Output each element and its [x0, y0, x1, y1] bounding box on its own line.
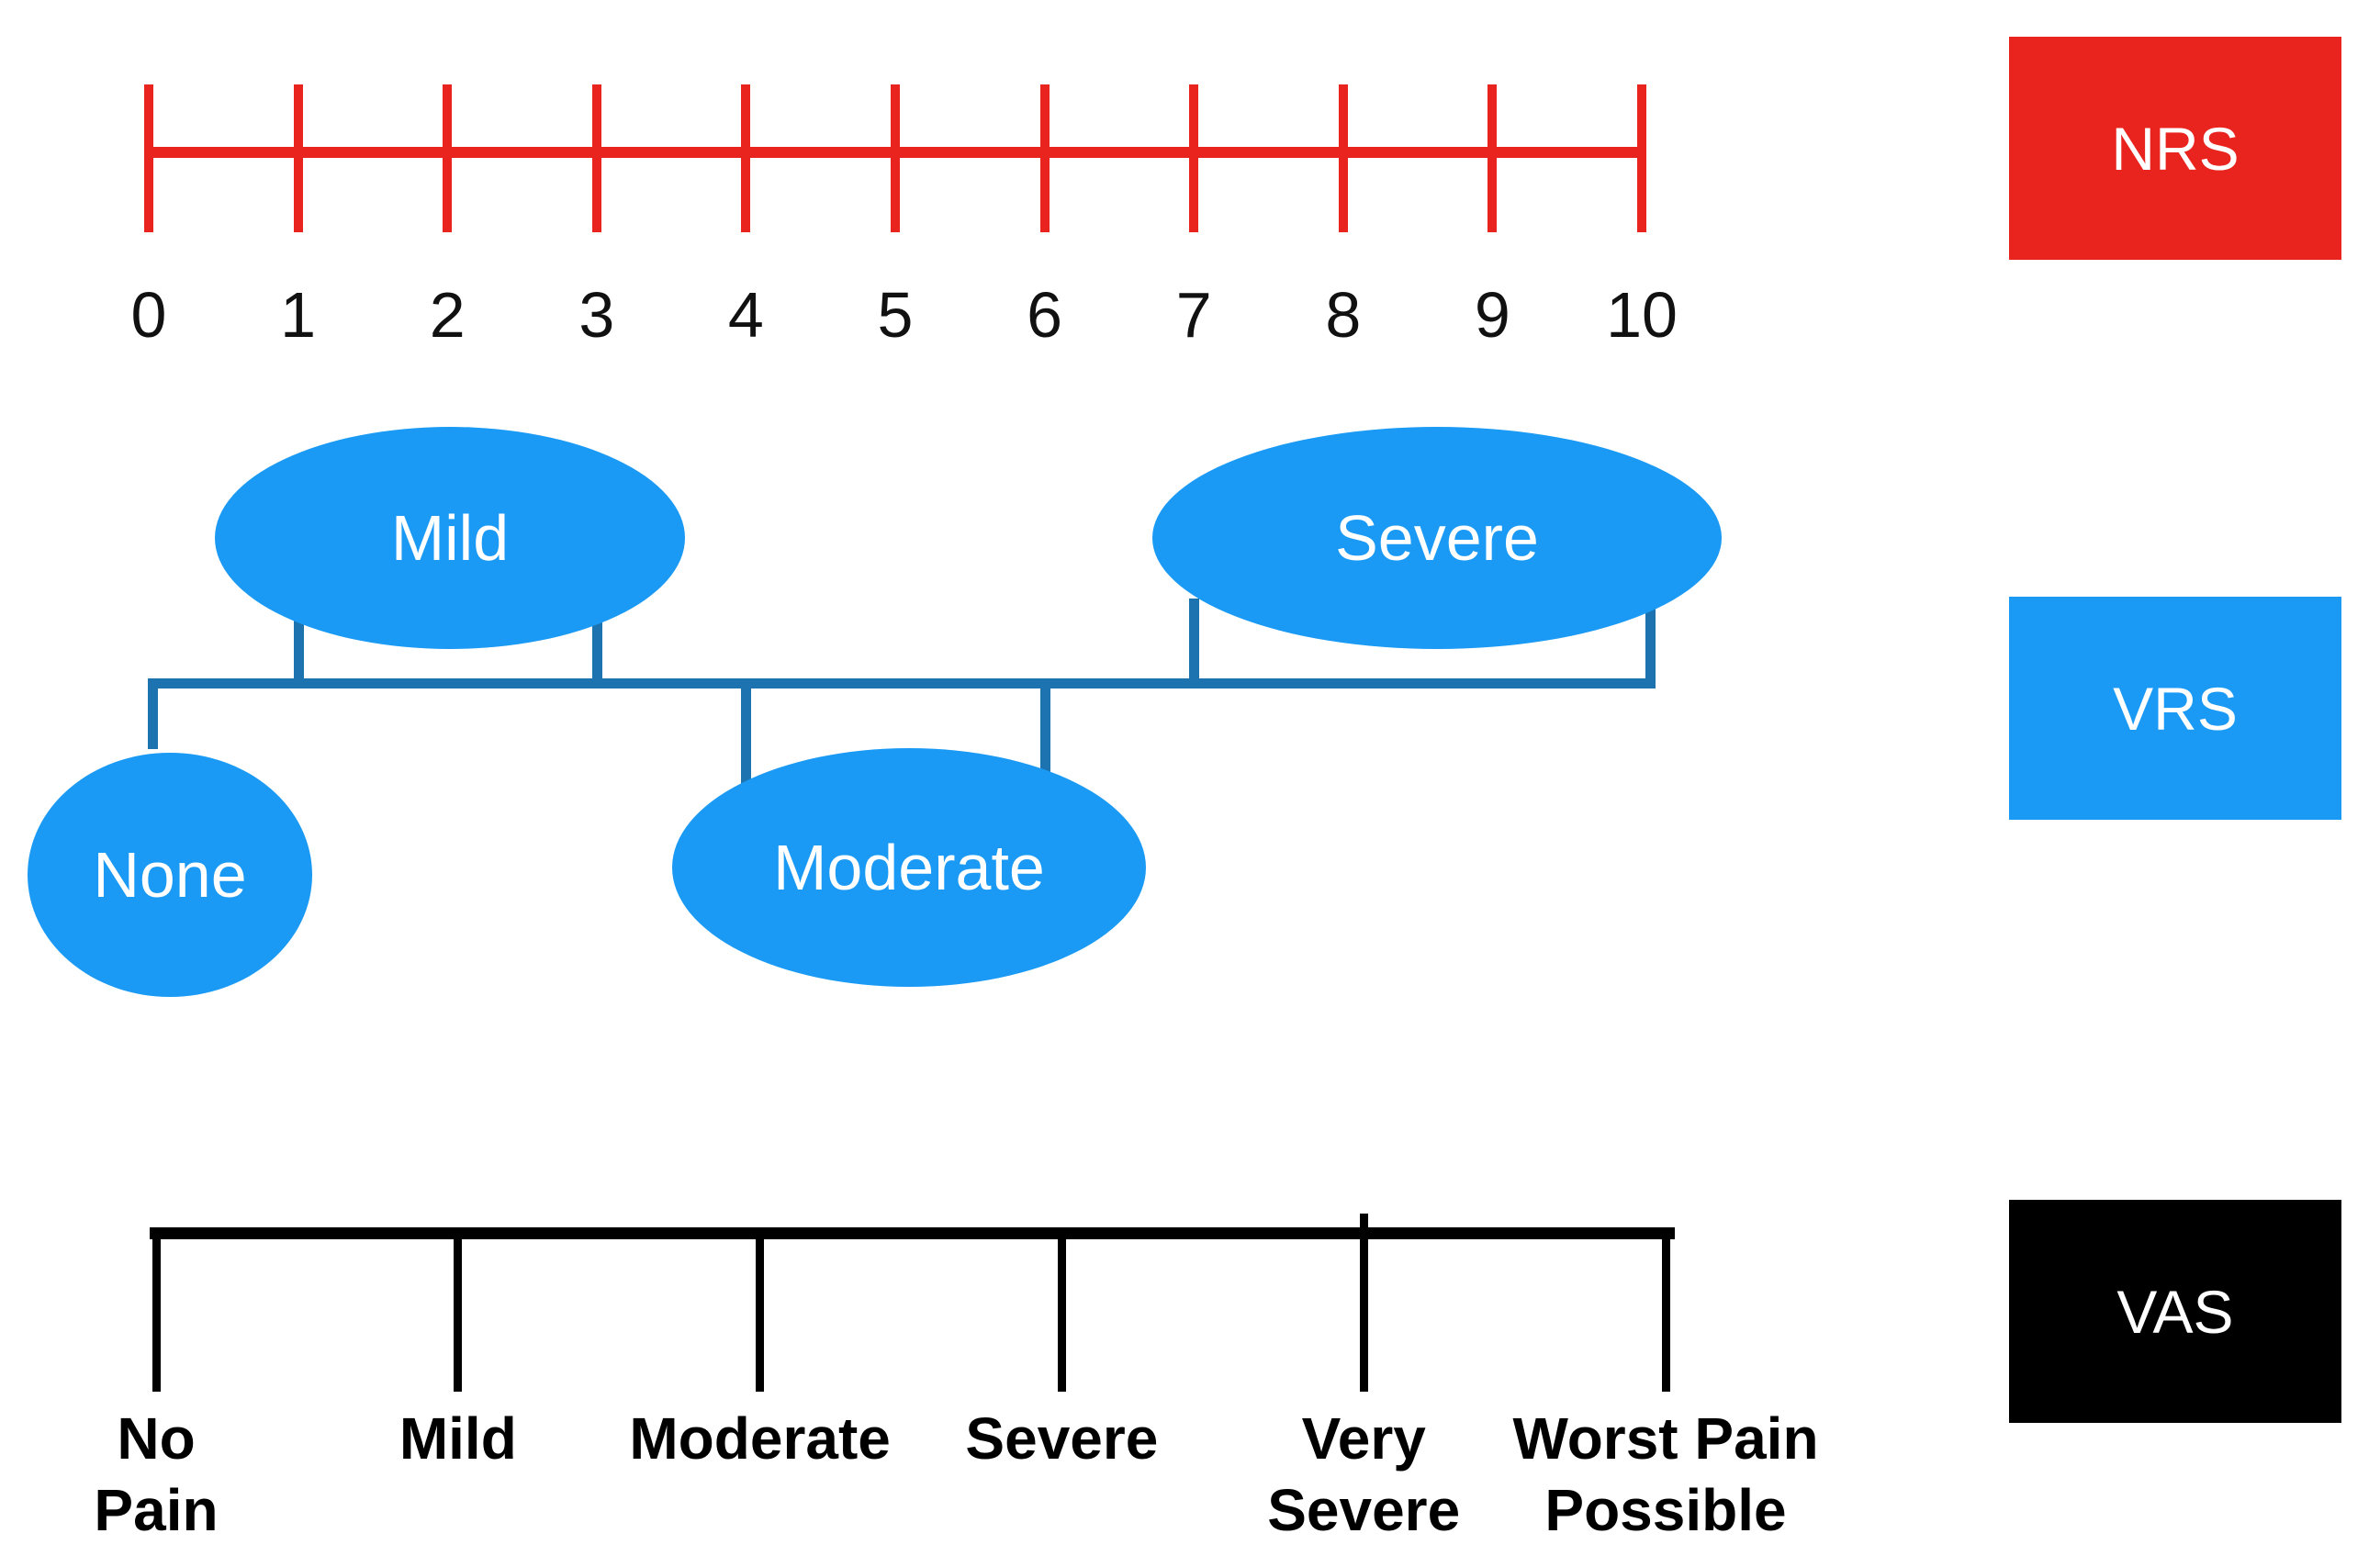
vrs-ellipse-label-none: None	[93, 839, 247, 911]
vrs-connector-moderate-left	[740, 684, 751, 797]
vas-tick-severe	[1057, 1227, 1066, 1392]
vrs-ellipse-mild: Mild	[215, 427, 685, 649]
vrs-connector-severe-left	[1188, 599, 1199, 684]
vrs-connector-mild-right	[591, 599, 602, 684]
nrs-tick-label-6: 6	[1027, 279, 1063, 351]
legend-label-vas: VAS	[2116, 1277, 2234, 1346]
vas-label-line: Worst Pain	[1512, 1405, 1819, 1472]
vas-tick-label-moderate: Moderate	[558, 1403, 962, 1474]
nrs-tick-label-7: 7	[1175, 279, 1212, 351]
legend-box-vrs: VRS	[2009, 597, 2341, 820]
vas-tick-mild	[454, 1227, 463, 1392]
nrs-tick-6	[1039, 84, 1050, 232]
vas-tick-very-severe	[1359, 1214, 1368, 1392]
vas-label-line: Very	[1301, 1405, 1426, 1472]
nrs-tick-10	[1637, 84, 1646, 232]
nrs-tick-label-4: 4	[727, 279, 764, 351]
vrs-ellipse-severe: Severe	[1152, 427, 1722, 649]
vrs-connector-mild-left	[293, 599, 304, 684]
vas-label-line: Severe	[965, 1405, 1159, 1472]
vrs-scale-line	[148, 678, 1655, 688]
nrs-tick-label-8: 8	[1325, 279, 1362, 351]
nrs-tick-5	[891, 84, 900, 232]
nrs-tick-label-9: 9	[1474, 279, 1510, 351]
nrs-tick-label-1: 1	[280, 279, 317, 351]
nrs-tick-8	[1338, 84, 1348, 232]
vas-label-line: Mild	[399, 1405, 517, 1472]
vrs-connector-moderate-right	[1039, 684, 1050, 797]
vas-tick-label-severe: Severe	[859, 1403, 1263, 1474]
nrs-tick-label-2: 2	[429, 279, 466, 351]
vas-scale-line	[150, 1227, 1675, 1239]
vas-label-line: Severe	[1267, 1477, 1461, 1543]
vrs-ellipse-moderate: Moderate	[672, 748, 1146, 987]
vas-tick-moderate	[756, 1227, 765, 1392]
vrs-ellipse-none: None	[28, 753, 312, 997]
legend-label-nrs: NRS	[2111, 114, 2240, 183]
nrs-tick-7	[1189, 84, 1199, 232]
vas-tick-no-pain	[152, 1227, 161, 1392]
vrs-connector-none	[147, 678, 158, 749]
nrs-tick-4	[741, 84, 751, 232]
vas-label-line: Moderate	[629, 1405, 891, 1472]
vrs-ellipse-label-severe: Severe	[1335, 502, 1539, 574]
vas-tick-worst-pain-possible	[1661, 1227, 1670, 1392]
nrs-tick-9	[1488, 84, 1498, 232]
nrs-tick-label-5: 5	[877, 279, 914, 351]
vrs-connector-severe-right	[1645, 592, 1656, 688]
nrs-tick-label-10: 10	[1606, 279, 1678, 351]
legend-box-vas: VAS	[2009, 1200, 2341, 1423]
nrs-tick-2	[443, 84, 453, 232]
nrs-tick-label-3: 3	[578, 279, 615, 351]
legend-label-vrs: VRS	[2113, 674, 2238, 743]
nrs-tick-1	[293, 84, 303, 232]
nrs-tick-0	[144, 84, 153, 232]
nrs-tick-3	[591, 84, 601, 232]
vrs-ellipse-label-moderate: Moderate	[773, 832, 1045, 903]
vas-label-line: Pain	[94, 1477, 219, 1543]
legend-box-nrs: NRS	[2009, 37, 2341, 260]
nrs-tick-label-0: 0	[130, 279, 167, 351]
vrs-ellipse-label-mild: Mild	[390, 502, 510, 574]
vas-label-line: No	[117, 1405, 196, 1472]
vas-label-line: Possible	[1544, 1477, 1787, 1543]
vas-tick-label-mild: Mild	[256, 1403, 660, 1474]
